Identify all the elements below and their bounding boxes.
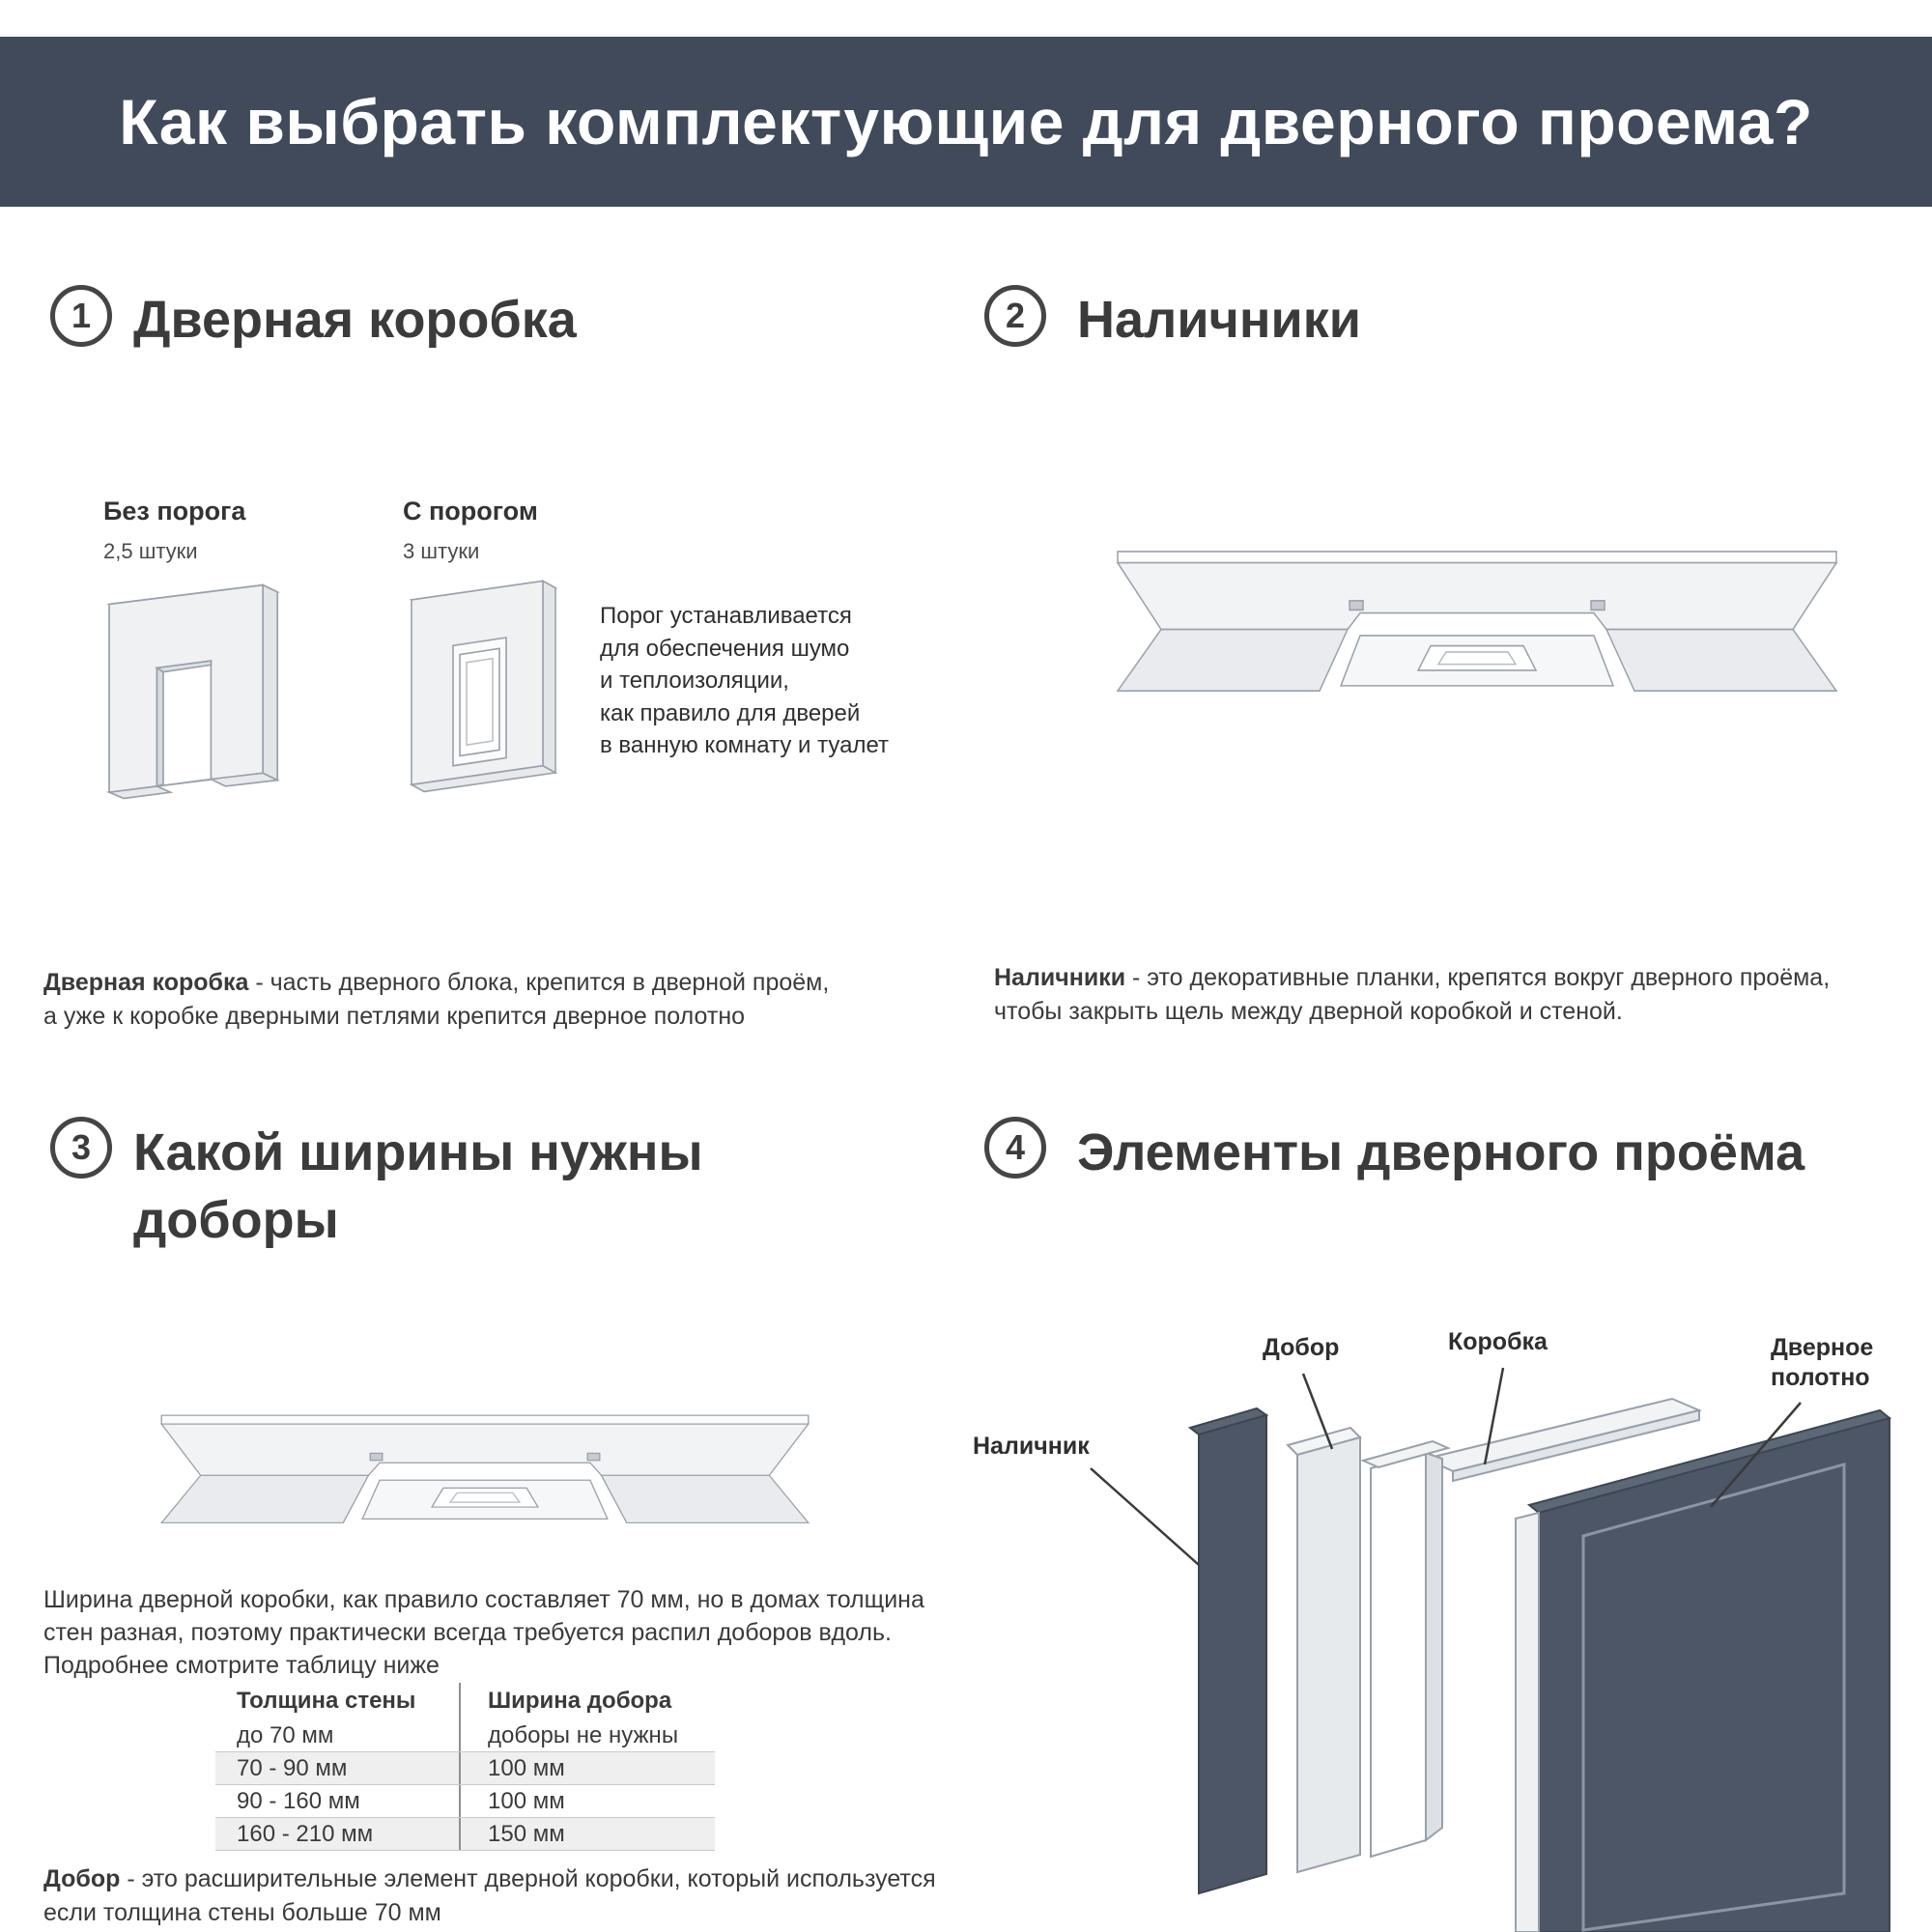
- extension-shape: [1286, 1426, 1362, 1874]
- frame-width-diagram: [159, 1414, 810, 1524]
- section-2-title: Наличники: [1077, 291, 1361, 349]
- extension-paragraph: Ширина дверной коробки, как правило сост…: [43, 1586, 924, 1679]
- section-4-title: Элементы дверного проёма: [1077, 1123, 1805, 1181]
- table-header-wall: Толщина стены: [215, 1683, 461, 1719]
- section-4-badge: 4: [984, 1117, 1046, 1179]
- label-extension: Добор: [1263, 1334, 1340, 1361]
- wall-shape: [105, 583, 281, 800]
- definition-door-frame: Дверная коробка - часть дверного блока, …: [43, 966, 829, 1033]
- label-door-leaf: Дверное полотно: [1771, 1334, 1874, 1392]
- definition-term: Добор: [43, 1865, 121, 1892]
- definition-extension: Добор - это расширительные элемент дверн…: [43, 1862, 936, 1929]
- frame-top-view: [1116, 551, 1838, 692]
- threshold-note: Порог устанавливается для обеспечения шу…: [600, 603, 890, 759]
- table-cell: 160 - 210 мм: [215, 1818, 461, 1850]
- wall-threshold-diagram: [409, 580, 558, 793]
- section-1-badge: 1: [50, 285, 112, 347]
- no-threshold-qty: 2,5 штуки: [103, 539, 198, 563]
- table-cell: 100 мм: [488, 1754, 565, 1781]
- frame-top-view: [159, 1414, 810, 1524]
- casing-shape: [1187, 1406, 1269, 1895]
- section-2-badge: 2: [984, 285, 1046, 347]
- table-cell: до 70 мм: [215, 1719, 461, 1751]
- table-cell: 90 - 160 мм: [215, 1785, 461, 1817]
- table-row: 90 - 160 мм 100 мм: [215, 1785, 715, 1818]
- threshold-label: С порогом: [403, 497, 538, 526]
- table-cell: 70 - 90 мм: [215, 1752, 461, 1784]
- wall-shape: [409, 580, 558, 793]
- no-threshold-label: Без порога: [103, 497, 246, 526]
- door-leaf-shape: [1515, 1408, 1892, 1932]
- extension-width-table: Толщина стены Ширина добора до 70 мм доб…: [215, 1683, 715, 1851]
- section-3-badge: 3: [50, 1117, 112, 1179]
- table-cell: доборы не нужны: [488, 1721, 679, 1748]
- section-1-title: Дверная коробка: [133, 291, 577, 349]
- door-elements-diagram: Добор Коробка Дверное полотно Наличник: [938, 1275, 1907, 1932]
- definition-term: Дверная коробка: [43, 969, 249, 996]
- threshold-qty: 3 штуки: [403, 539, 480, 563]
- label-frame: Коробка: [1448, 1328, 1548, 1355]
- section-3-title: Какой ширины нужны доборы: [133, 1123, 703, 1250]
- page-header: Как выбрать комплектующие для дверного п…: [0, 37, 1932, 207]
- definition-body: - это расширительные элемент дверной кор…: [43, 1865, 936, 1926]
- definition-casing: Наличники - это декоративные планки, кре…: [994, 961, 1830, 1028]
- table-header-row: Толщина стены Ширина добора: [215, 1683, 715, 1719]
- table-header-extension: Ширина добора: [488, 1688, 672, 1714]
- definition-term: Наличники: [994, 964, 1126, 991]
- definition-body: - это декоративные планки, крепятся вокр…: [994, 964, 1831, 1025]
- table-row: 70 - 90 мм 100 мм: [215, 1752, 715, 1785]
- label-casing: Наличник: [973, 1433, 1090, 1460]
- definition-body: - часть дверного блока, крепится в дверн…: [43, 969, 830, 1030]
- table-cell: 150 мм: [488, 1820, 565, 1847]
- frame-shape: [1360, 1397, 1703, 1859]
- wall-no-threshold-diagram: [105, 583, 281, 800]
- table-cell: 100 мм: [488, 1787, 565, 1814]
- casing-top-view-diagram: [1116, 551, 1838, 692]
- door-elements-svg: [1090, 1367, 1892, 1932]
- leader-lines: [1090, 1367, 1802, 1566]
- page-title: Как выбрать комплектующие для дверного п…: [119, 86, 1813, 157]
- table-row: до 70 мм доборы не нужны: [215, 1719, 715, 1752]
- table-row: 160 - 210 мм 150 мм: [215, 1818, 715, 1851]
